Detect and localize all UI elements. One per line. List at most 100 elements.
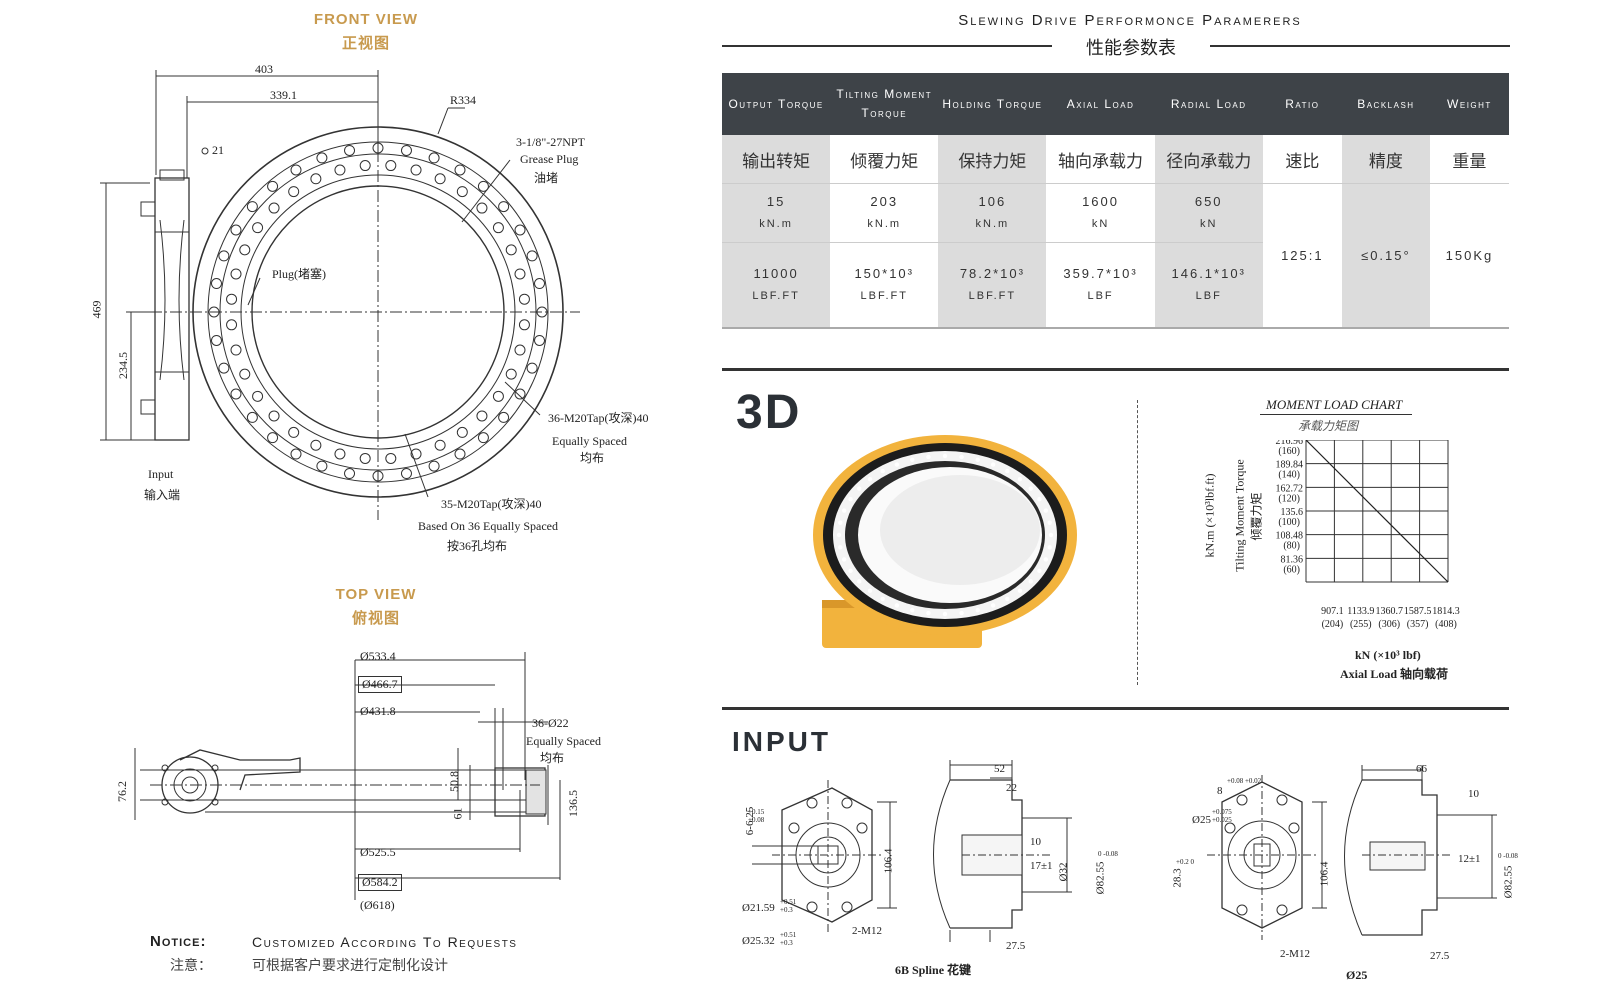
notice-text-cn: 可根据客户要求进行定制化设计: [252, 957, 448, 973]
input2-caption: 6B Spline 花键: [895, 963, 972, 977]
label-npt: 3-1/8"-27NPT: [516, 135, 585, 149]
input3-d25-tol: +0.075 +0.025: [1212, 808, 1232, 824]
bolt-hole: [344, 144, 356, 156]
bolt-hole: [492, 222, 504, 234]
input3-h28: 28.3: [1171, 868, 1184, 888]
render-bolt-dot: [848, 568, 853, 574]
bolt-hole: [290, 164, 302, 176]
render-bolt-dot: [867, 588, 873, 594]
dim-431: Ø431.8: [360, 704, 396, 718]
bolt-hole: [498, 411, 510, 423]
input2-d82-tol: 0 -0.08: [1098, 850, 1118, 858]
cn-output-torque: 输出转矩: [722, 135, 831, 184]
label-plug: Plug(堵塞): [272, 267, 327, 281]
bolt-hole: [316, 152, 328, 164]
bolt-hole: [268, 410, 280, 422]
performance-table: Output Torque Tilting Moment Torque Hold…: [722, 73, 1509, 329]
bolt-hole: [372, 470, 384, 482]
render-bolt-dot: [990, 462, 996, 467]
x-tick-label: 1360.7: [1375, 606, 1403, 617]
bolt-hole: [534, 278, 546, 290]
three-d-label: 3D: [736, 386, 802, 439]
y-tick-label: 81.36: [1281, 554, 1304, 565]
bolt-hole: [434, 173, 446, 185]
chart-title: MOMENT LOAD CHART: [1266, 397, 1403, 412]
chart-title-cn: 承载力矩图: [1298, 419, 1359, 433]
bolt-hole: [476, 202, 488, 214]
dim-equal: Equally Spaced: [526, 734, 601, 748]
bolt-hole: [428, 460, 440, 472]
render-bolt-dot: [1048, 532, 1054, 538]
metric-value: 1600: [1082, 194, 1119, 209]
bolt-hole: [288, 186, 300, 198]
dim-234: 234.5: [116, 352, 130, 379]
render-bolt-dot: [880, 468, 885, 474]
bolt-hole: [534, 334, 546, 346]
y-tick-label: 135.6: [1281, 507, 1304, 518]
header-ratio: Ratio: [1262, 73, 1342, 135]
dim-618: (Ø618): [360, 898, 395, 912]
input1-spline-tol: +0.15 +0.08: [748, 808, 765, 824]
dim-r334: R334: [450, 93, 477, 107]
bolt-hole: [268, 202, 280, 214]
render-bolt-dot: [838, 520, 843, 525]
bolt-hole: [316, 460, 328, 472]
x-tick-label: 1133.9: [1347, 606, 1374, 617]
y-tick-label-imperial: (100): [1278, 517, 1300, 528]
bolt-hole: [230, 268, 242, 280]
label-grease-cn: 油堵: [534, 171, 559, 185]
bolt-hole: [218, 250, 230, 262]
cn-ratio: 速比: [1262, 135, 1342, 184]
render-bolt-dot: [857, 486, 862, 491]
render-bolt-dot: [1028, 579, 1033, 584]
input4-b27: 27.5: [1430, 950, 1450, 962]
y-tick-label-imperial: (140): [1278, 470, 1300, 481]
render-bolt-dot: [894, 462, 900, 467]
bolt-hole: [434, 439, 446, 451]
cn-holding-torque: 保持力矩: [938, 135, 1047, 184]
notice-label: Notice:: [150, 933, 207, 950]
x-tick-label-imperial: (357): [1407, 619, 1429, 630]
x-tick-label: 907.1: [1321, 606, 1344, 617]
backlash-value: ≤0.15°: [1341, 183, 1430, 329]
chart-ylabel-1: kN.m (×10³lbf.ft): [1202, 473, 1217, 558]
render-bolt-dot: [942, 611, 948, 617]
metric-unit: kN: [1091, 218, 1110, 230]
header-radial-load: Radial Load: [1154, 73, 1263, 135]
render-bolt-dot: [841, 557, 847, 562]
render-bolt-dot: [910, 457, 915, 463]
bolt-hole: [252, 390, 264, 402]
dim-61: 61: [450, 807, 465, 820]
bolt-hole: [246, 201, 258, 213]
input1-d21: Ø21.59: [742, 902, 775, 914]
chart-xlabel-2: Axial Load 轴向载荷: [1340, 667, 1449, 681]
bolt-hole: [477, 432, 489, 444]
dim-136: 136.5: [566, 790, 580, 817]
bolt-hole: [514, 344, 526, 356]
render-bolt-dot: [841, 508, 847, 513]
bolt-hole: [536, 306, 548, 318]
input1-m12: 2-M12: [852, 925, 882, 937]
weight-value: 150Kg: [1429, 183, 1509, 329]
render-bolt-dot: [1043, 557, 1049, 562]
bolt-hole: [454, 448, 466, 460]
bolt-hole: [226, 293, 238, 305]
imperial-unit: LBF.FT: [860, 290, 908, 302]
render-bolt-dot: [959, 454, 964, 460]
input3-w8-tol: +0.08 +0.02: [1227, 777, 1262, 785]
cn-axial-load: 轴向承载力: [1046, 135, 1155, 184]
bolt-hole: [239, 368, 251, 380]
dim-533: Ø533.4: [360, 649, 396, 663]
dim-21: 21: [212, 143, 224, 157]
input4-t10: 10: [1468, 788, 1479, 800]
bolt-hole: [505, 244, 517, 256]
dim-403: 403: [255, 62, 273, 76]
ratio-value: 125:1: [1262, 183, 1342, 329]
input1-d25: Ø25.32: [742, 935, 775, 947]
imperial-value: 78.2*10³: [959, 266, 1025, 281]
table-cell: 1600 kN: [1046, 183, 1155, 243]
